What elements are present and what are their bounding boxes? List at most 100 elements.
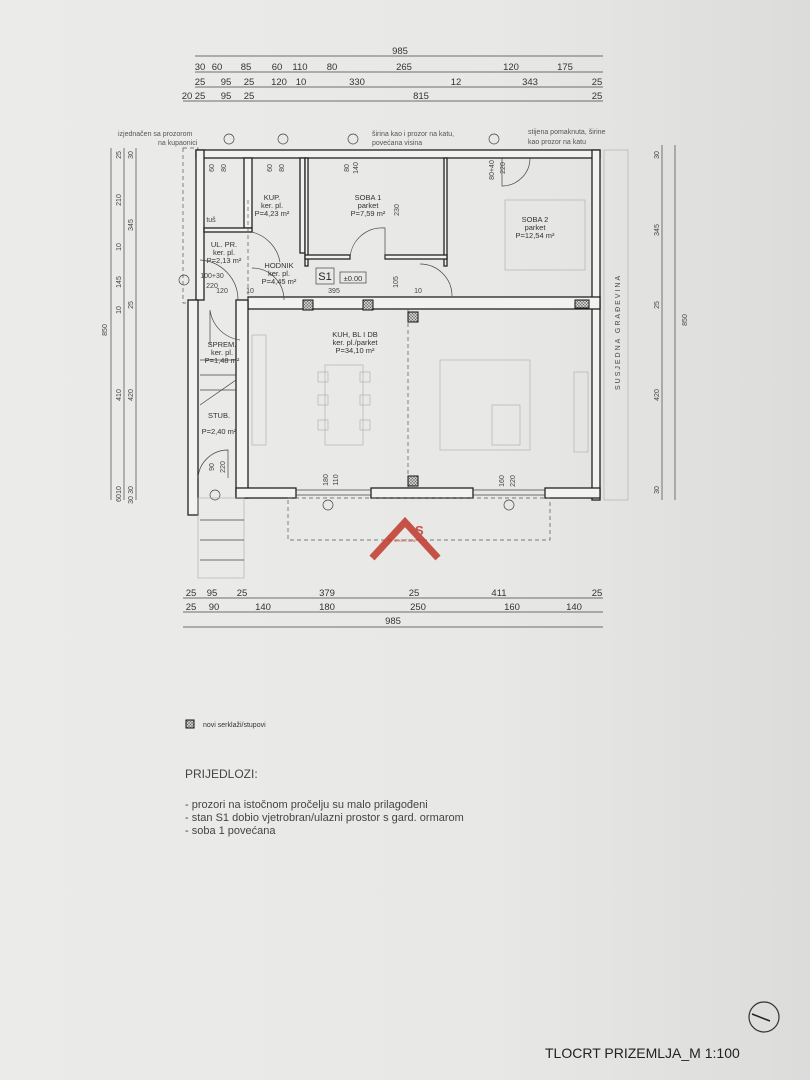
room-name: STUB. bbox=[208, 411, 230, 420]
room-floor: ker. pl. bbox=[211, 348, 233, 357]
room-area: P=2,13 m² bbox=[207, 256, 242, 265]
dimension-label: 25 bbox=[654, 301, 661, 309]
door-swings bbox=[197, 157, 531, 479]
dimension-label: 140 bbox=[566, 602, 582, 613]
plan-label-w2b: 80 bbox=[279, 164, 286, 172]
annotation-left-window-2: na kupaonici bbox=[158, 140, 198, 147]
dimension-label: 180 bbox=[319, 602, 335, 613]
watermark-text: NEKRETNINE bbox=[394, 539, 417, 543]
dimension-label: 410 bbox=[116, 389, 123, 401]
room-floor: parket bbox=[525, 223, 547, 232]
legend-swatch bbox=[185, 719, 195, 729]
plan-label-bw2a: 160 bbox=[499, 475, 506, 487]
level-badge bbox=[339, 271, 367, 284]
plan-label-w2a: 60 bbox=[267, 164, 274, 172]
dimension-label: 25 bbox=[186, 602, 197, 613]
dimension-label: 145 bbox=[116, 276, 123, 288]
room-area: P=2,40 m² bbox=[202, 427, 237, 436]
proposals-title: PRIJEDLOZI: bbox=[185, 767, 258, 781]
dimension-label: 420 bbox=[654, 389, 661, 401]
dimension-label: 10 bbox=[116, 486, 123, 494]
dimension-label: 25 bbox=[186, 588, 197, 599]
plan-label-d10a: 10 bbox=[246, 288, 254, 295]
dimension-label: 815 bbox=[413, 91, 429, 102]
proposal-item: - stan S1 dobio vjetrobran/ulazni prosto… bbox=[185, 812, 464, 824]
dimension-label: 30 bbox=[654, 486, 661, 494]
dimension-label: 265 bbox=[396, 62, 412, 73]
plan-label-bw1a: 180 bbox=[323, 474, 330, 486]
dimension-label: 95 bbox=[207, 588, 218, 599]
plan-label-h105: 105 bbox=[393, 276, 400, 288]
north-arrow-needle bbox=[751, 1013, 771, 1022]
dimension-label: 30 bbox=[128, 151, 135, 159]
room-name: KUH, BL I DB bbox=[332, 330, 378, 339]
dimension-label: 60 bbox=[272, 62, 283, 73]
dimension-label: 30 bbox=[654, 151, 661, 159]
dimension-label: 25 bbox=[244, 77, 255, 88]
annotation-right-window-2: kao prozor na katu bbox=[528, 139, 586, 146]
level-label: ±0.00 bbox=[344, 274, 363, 283]
columns bbox=[302, 299, 590, 487]
dimension-label: 10 bbox=[116, 306, 123, 314]
room-name: SPREM. bbox=[208, 340, 237, 349]
dimension-label: 25 bbox=[409, 588, 420, 599]
walls bbox=[182, 147, 629, 541]
plan-label-d10b: 10 bbox=[414, 288, 422, 295]
dimension-label: 60 bbox=[212, 62, 223, 73]
proposals-list: - prozori na istočnom pročelju su malo p… bbox=[185, 799, 464, 838]
bottom-dim-total: 985 bbox=[385, 616, 401, 627]
annotation-left-window: izjednačen sa prozorom bbox=[118, 131, 192, 138]
plan-label-bw2b: 220 bbox=[510, 475, 517, 487]
room-area: P=1,48 m² bbox=[205, 356, 240, 365]
plan-label-h230: 230 bbox=[394, 204, 401, 216]
dimension-label: 110 bbox=[292, 62, 307, 73]
room-name: SOBA 1 bbox=[355, 193, 382, 202]
dimension-label: 85 bbox=[241, 62, 252, 73]
dimension-label: 30 bbox=[128, 496, 135, 504]
room-area: P=7,59 m² bbox=[351, 209, 386, 218]
room-area: P=12,54 m² bbox=[516, 231, 555, 240]
dimension-label: 160 bbox=[504, 602, 520, 613]
dimension-label: 60 bbox=[116, 494, 123, 502]
annotation-mid-window: širina kao i prozor na katu, bbox=[372, 131, 454, 138]
dimension-label: 343 bbox=[522, 77, 538, 88]
dimension-label: 25 bbox=[195, 91, 206, 102]
dimension-label: 25 bbox=[195, 77, 206, 88]
dimension-label: 12 bbox=[451, 77, 462, 88]
plan-label-w4b: 220 bbox=[500, 162, 507, 174]
dimension-label: 25 bbox=[592, 91, 603, 102]
left-dim-total: 850 bbox=[102, 324, 109, 336]
dimension-label: 330 bbox=[349, 77, 365, 88]
dimension-label: 420 bbox=[128, 389, 135, 401]
dimension-label: 210 bbox=[116, 194, 123, 206]
dimension-label: 120 bbox=[503, 62, 519, 73]
room-floor: parket bbox=[358, 201, 380, 210]
neighbor-building-label: SUSJEDNA GRAĐEVINA bbox=[615, 274, 622, 390]
dimension-label: 30 bbox=[195, 62, 206, 73]
watermark-letter: S bbox=[415, 523, 424, 538]
dimension-label: 250 bbox=[410, 602, 426, 613]
room-area: P=4,45 m² bbox=[262, 277, 297, 286]
plan-label-d395: 395 bbox=[328, 288, 340, 295]
dimension-label: 90 bbox=[209, 602, 220, 613]
room-area: P=34,10 m² bbox=[336, 346, 375, 355]
dimension-label: 25 bbox=[592, 77, 603, 88]
dimension-label: 345 bbox=[128, 219, 135, 231]
room-floor: ker. pl. bbox=[213, 248, 235, 257]
plan-label-w1a: 60 bbox=[209, 164, 216, 172]
annotation-mid-window-2: povećana visina bbox=[372, 140, 422, 147]
dimension-label: 411 bbox=[491, 588, 506, 599]
dimension-label: 120 bbox=[271, 77, 287, 88]
plan-label-d100: 100+30 bbox=[200, 273, 224, 280]
plan-label-w4a: 80+40 bbox=[489, 160, 496, 180]
dimension-label: 25 bbox=[237, 588, 248, 599]
dimension-label: 345 bbox=[654, 224, 661, 236]
proposal-item: - prozori na istočnom pročelju su malo p… bbox=[185, 799, 428, 811]
annotation-right-window: stijena pomaknuta, širine bbox=[528, 129, 606, 136]
room-name: SOBA 2 bbox=[522, 215, 549, 224]
dimension-label: 95 bbox=[221, 91, 232, 102]
dimension-label: 25 bbox=[128, 301, 135, 309]
